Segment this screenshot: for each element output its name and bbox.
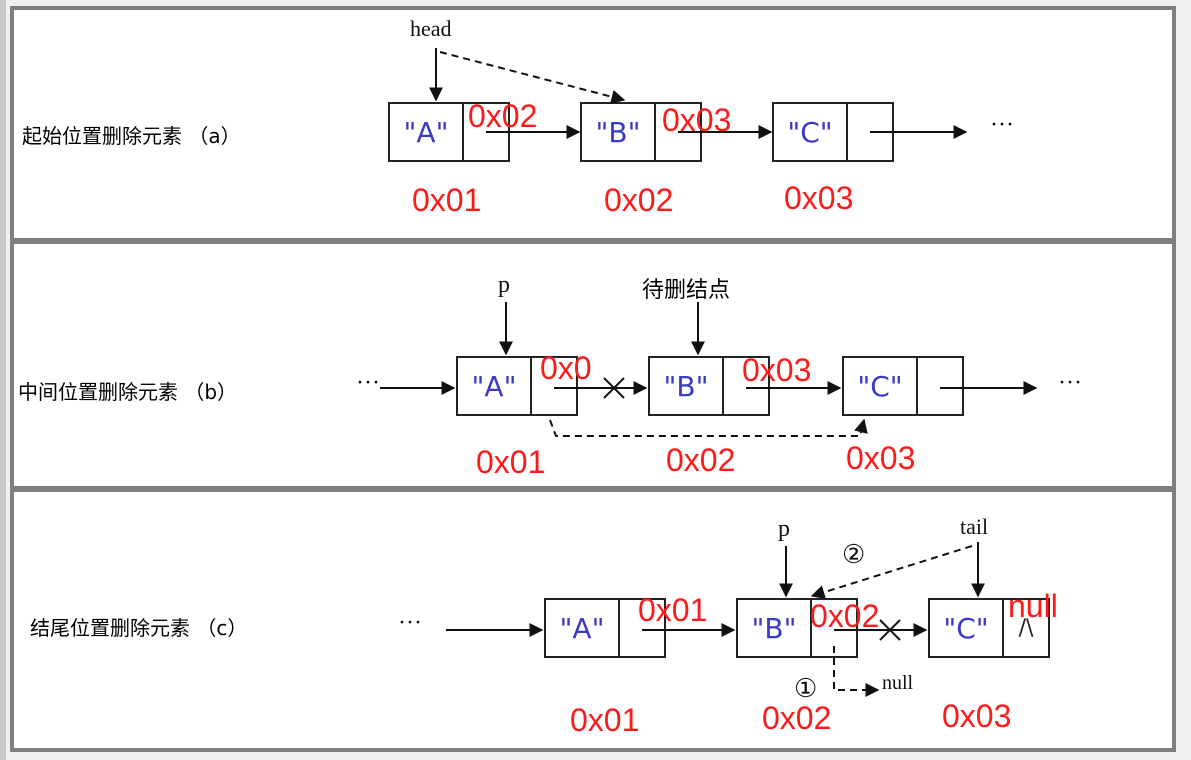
bypass-dashed-arrow	[549, 418, 868, 437]
node-data: "B"	[582, 104, 656, 160]
node-addr-label: 0x03	[846, 440, 916, 476]
panel-a-label: 起始位置删除元素 （a）	[22, 124, 241, 148]
next-addr-label: 0x02	[810, 598, 880, 634]
cut-mark	[879, 619, 901, 641]
node-b-c: "C"	[842, 356, 964, 416]
node-data: "B"	[650, 358, 724, 414]
node-c-b: "B"	[736, 598, 858, 658]
lead-ellipsis: ···	[398, 610, 422, 636]
next-addr-label: null	[1008, 588, 1058, 624]
next-addr-label: 0x02	[468, 98, 538, 134]
node-addr-label: 0x02	[762, 700, 832, 736]
null-label: null	[882, 672, 914, 694]
ellipsis: ···	[990, 112, 1014, 138]
node-data: "A"	[458, 358, 532, 414]
step-two-marker: ②	[842, 540, 866, 569]
node-addr-label: 0x02	[666, 442, 736, 478]
node-c-c: "C" /\	[928, 598, 1050, 658]
delete-node-label: 待删结点	[642, 278, 731, 303]
node-b-a: "A"	[456, 356, 578, 416]
panel-b-label: 中间位置删除元素 （b）	[18, 380, 238, 404]
p-label: p	[778, 516, 790, 542]
head-label: head	[410, 16, 452, 41]
next-addr-label: 0x01	[638, 592, 708, 628]
lead-ellipsis: ···	[356, 370, 380, 396]
panel-c-label: 结尾位置删除元素 （c）	[30, 616, 248, 640]
node-addr-label: 0x03	[942, 698, 1012, 734]
next-addr-label: 0x0	[540, 350, 592, 386]
node-addr-label: 0x01	[570, 702, 640, 738]
node-data: "B"	[738, 600, 812, 656]
left-edge-strip	[0, 0, 6, 760]
head-dashed-arrow	[439, 51, 626, 104]
node-addr-label: 0x01	[476, 444, 546, 480]
node-addr-label: 0x03	[784, 180, 854, 216]
step-one-marker: ①	[794, 674, 818, 703]
cut-mark	[603, 377, 625, 399]
tail-dashed-arrow	[810, 545, 973, 599]
node-addr-label: 0x01	[412, 182, 482, 218]
node-c-a: "A"	[544, 598, 666, 658]
next-addr-label: 0x03	[742, 352, 812, 388]
node-b-b: "B"	[648, 356, 770, 416]
tail-label: tail	[960, 514, 989, 539]
null-pointer-symbol: /\	[1018, 615, 1034, 641]
p-label: p	[498, 272, 510, 298]
node-data: "A"	[390, 104, 464, 160]
ellipsis: ···	[1058, 370, 1082, 396]
node-data: "A"	[546, 600, 620, 656]
node-data: "C"	[930, 600, 1004, 656]
node-data: "C"	[844, 358, 918, 414]
null-dashed-arrow	[833, 646, 880, 697]
node-addr-label: 0x02	[604, 182, 674, 218]
node-data: "C"	[774, 104, 848, 160]
